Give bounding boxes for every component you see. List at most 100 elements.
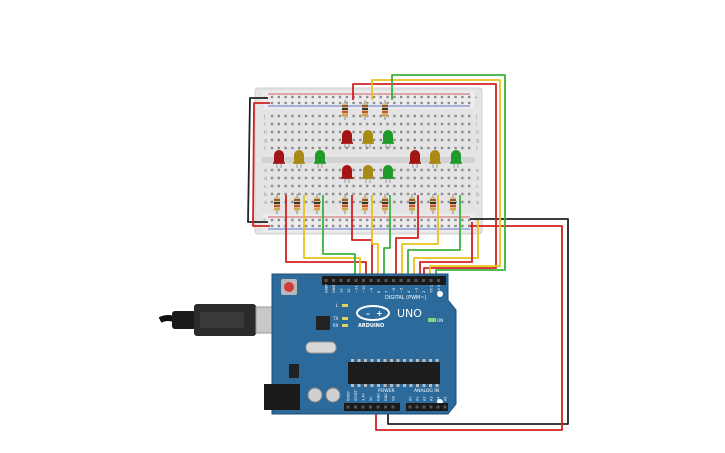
terminal-hole [270, 168, 274, 172]
resistor-band [430, 199, 436, 201]
rail-hole [318, 101, 321, 105]
terminal-hole [338, 138, 342, 142]
digital-pin[interactable] [324, 279, 328, 282]
power-pin[interactable] [346, 405, 350, 409]
wire-green-low-3[interactable] [407, 195, 461, 278]
terminal-hole [393, 168, 396, 172]
wire-red-low-4[interactable] [419, 222, 473, 278]
analog-pin[interactable] [408, 405, 412, 409]
wire-red-top-1[interactable] [352, 83, 497, 278]
terminal-hole [434, 184, 437, 188]
terminal-hole [366, 146, 369, 150]
wire-yellow-low-1[interactable] [303, 195, 361, 278]
analog-pin[interactable] [436, 405, 440, 409]
wire-yellow-low-2[interactable] [371, 195, 379, 278]
led-green[interactable] [315, 150, 325, 163]
digital-pin[interactable] [392, 279, 395, 282]
wire-red-low-2[interactable] [351, 195, 373, 278]
digital-pin[interactable] [407, 279, 410, 282]
digital-pin[interactable] [332, 279, 335, 282]
power-pin[interactable] [361, 405, 365, 409]
analog-pin[interactable] [429, 405, 433, 409]
led-red[interactable] [410, 150, 420, 163]
led-green[interactable] [383, 165, 393, 178]
led-red[interactable] [274, 150, 284, 163]
led-red[interactable] [342, 165, 352, 178]
bottom-pin-holes [346, 405, 447, 409]
digital-pin[interactable] [414, 279, 418, 282]
terminal-hole [447, 192, 450, 196]
analog-pin[interactable] [443, 405, 447, 409]
rail-hole [454, 224, 457, 228]
power-pin[interactable] [376, 405, 380, 409]
wire-red-5v[interactable] [375, 225, 563, 431]
digital-pin[interactable] [399, 279, 403, 282]
digital-pin[interactable] [429, 279, 433, 282]
digital-pin[interactable] [362, 279, 365, 282]
rail-hole [400, 101, 403, 105]
power-pin[interactable] [391, 405, 395, 409]
led-red[interactable] [342, 130, 352, 143]
rail-hole [318, 95, 321, 99]
terminal-hole [332, 200, 335, 204]
terminal-hole [332, 138, 335, 142]
digital-pin[interactable] [347, 279, 350, 282]
digital-pin[interactable] [437, 279, 440, 282]
power-pin[interactable] [384, 405, 387, 409]
resistor-band [342, 114, 348, 116]
power-pin[interactable] [369, 405, 372, 409]
rail-hole [461, 218, 464, 222]
digital-pin-label: 8 [377, 290, 381, 293]
rail-hole [291, 101, 294, 105]
digital-pin[interactable] [422, 279, 425, 282]
chip-leg [409, 384, 413, 387]
wire-green-low-1[interactable] [322, 195, 356, 278]
terminal-hole [291, 122, 294, 126]
analog-pin[interactable] [415, 405, 419, 409]
wire-red-low-1[interactable] [285, 195, 367, 278]
row-letter: d [476, 176, 479, 182]
led-yellow[interactable] [363, 165, 373, 178]
led-yellow[interactable] [430, 150, 440, 163]
power-pin[interactable] [354, 405, 357, 409]
wire-yellow-top-1[interactable] [371, 79, 501, 278]
digital-pin[interactable] [369, 279, 373, 282]
wire-red-low-3[interactable] [395, 195, 419, 278]
led-yellow[interactable] [363, 130, 373, 143]
wire-yellow-low-3[interactable] [401, 195, 439, 278]
resistor-band [430, 202, 436, 204]
wire-black-gnd[interactable] [387, 218, 569, 425]
terminal-hole [311, 130, 314, 134]
resistor-band [409, 199, 415, 201]
terminal-hole [427, 122, 430, 126]
led-yellow[interactable] [294, 150, 304, 163]
reset-button[interactable] [284, 282, 294, 292]
led-green[interactable] [451, 150, 461, 163]
wire-green-low-2[interactable] [383, 195, 391, 278]
digital-pin[interactable] [339, 279, 343, 282]
terminal-hole [338, 176, 342, 180]
power-pin-label: GND [377, 393, 381, 401]
analog-pin[interactable] [422, 405, 426, 409]
rail-hole [338, 218, 342, 222]
wire-green-top-1[interactable] [391, 74, 506, 278]
rail-hole [406, 224, 410, 228]
rail-hole [454, 218, 457, 222]
led-green[interactable] [383, 130, 393, 143]
terminal-hole [413, 184, 416, 188]
wire-black-left-rail[interactable] [247, 97, 268, 223]
rail-hole [304, 95, 308, 99]
power-jack[interactable] [264, 384, 300, 410]
digital-pin[interactable] [354, 279, 358, 282]
terminal-hole [420, 184, 423, 188]
wire-yellow-low-4[interactable] [413, 220, 479, 278]
led-rim [450, 162, 462, 164]
digital-pin[interactable] [384, 279, 388, 282]
power-pin-label: 5V [369, 396, 373, 401]
resistor-band [362, 202, 368, 204]
terminal-hole [468, 168, 471, 172]
digital-pin[interactable] [377, 279, 380, 282]
wire-red-left-rail[interactable] [252, 102, 270, 227]
